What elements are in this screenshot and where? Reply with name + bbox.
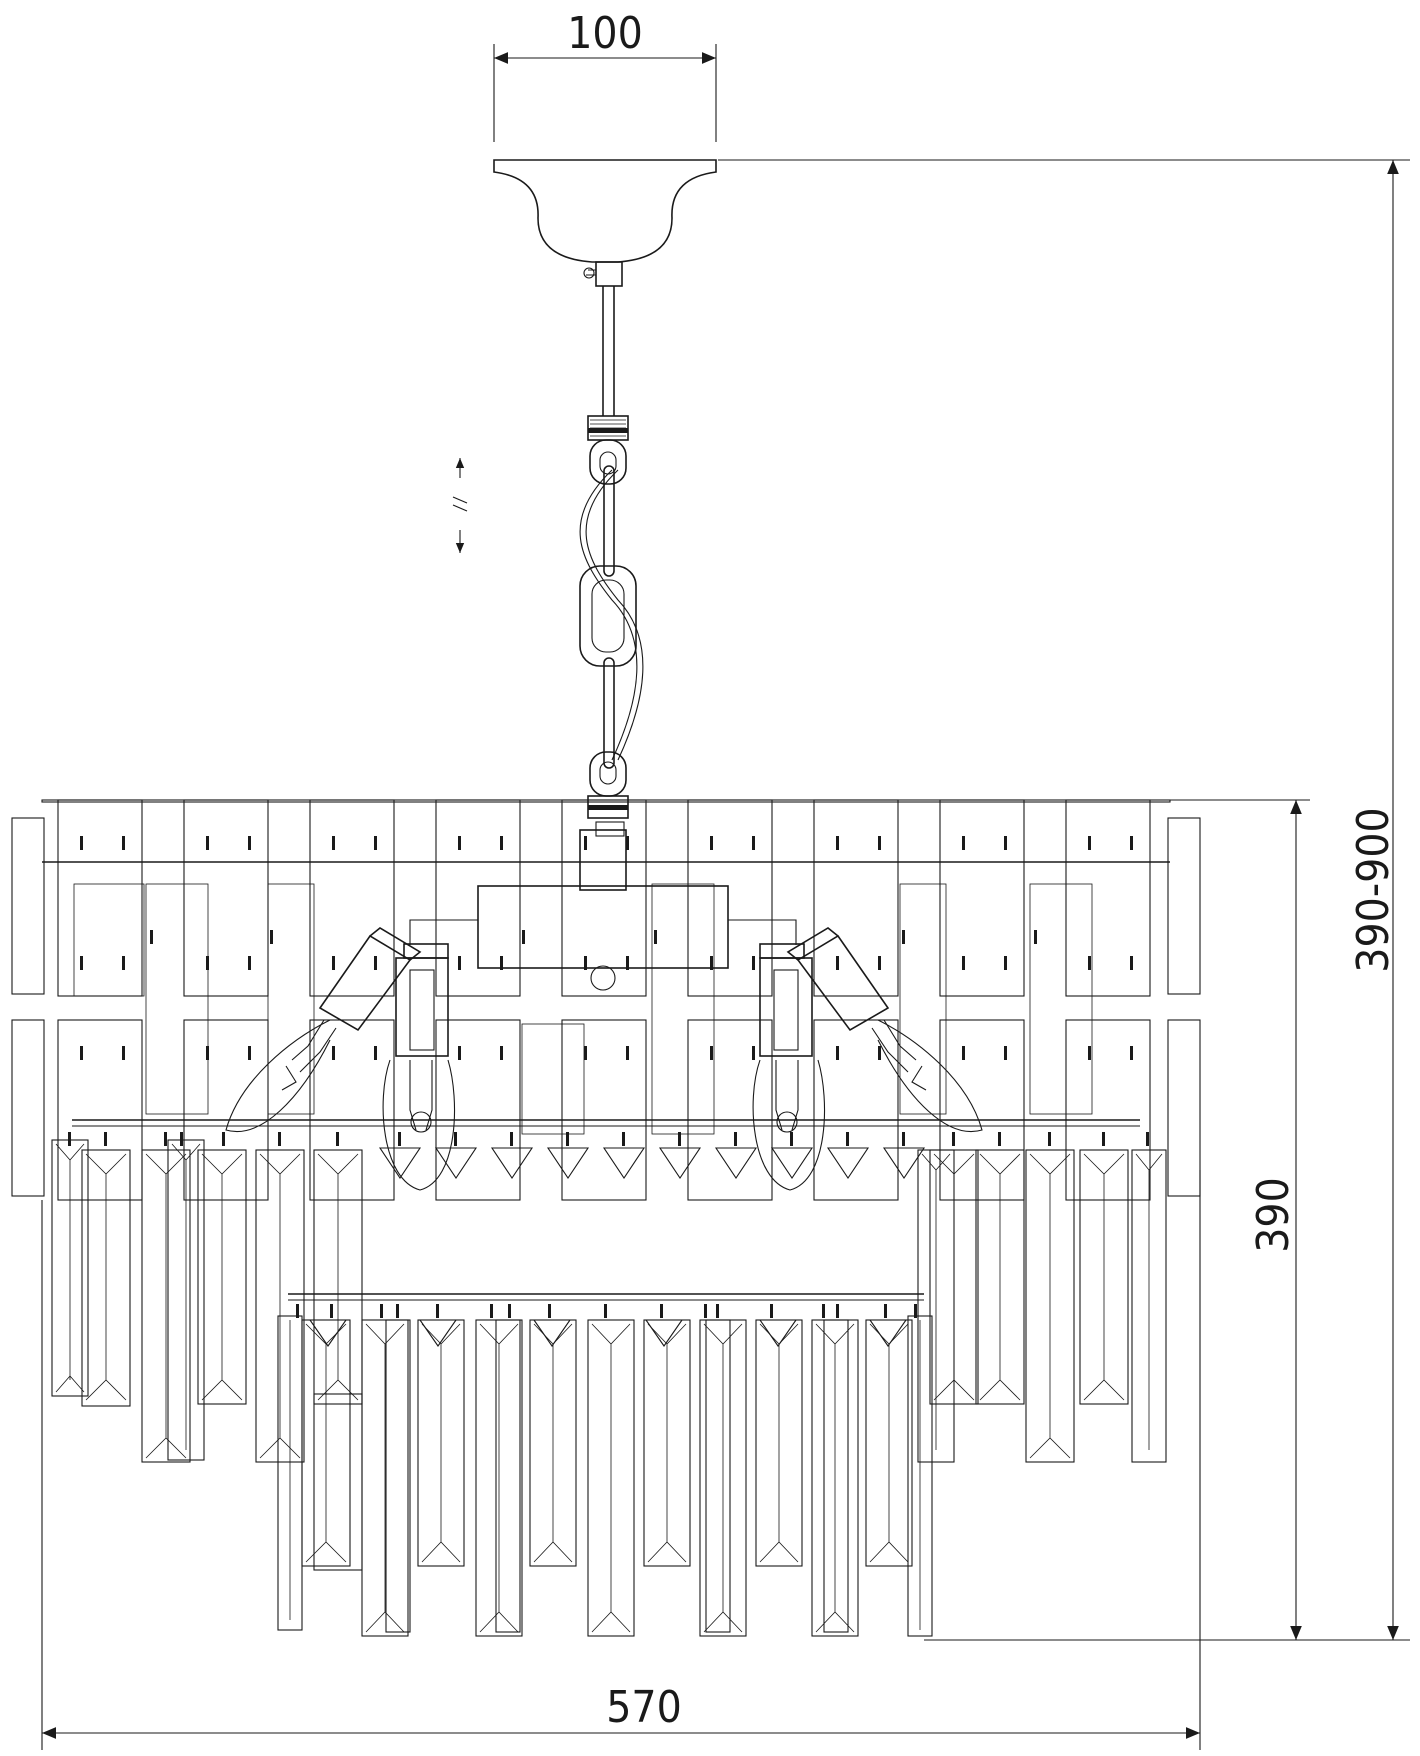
panel-slots [80, 836, 1133, 1060]
bulb-holder-right-outer [786, 927, 983, 1132]
panel-column-6 [687, 799, 773, 1201]
canopy-width-label: 100 [567, 8, 643, 59]
prism-drop-m4 [167, 1139, 205, 1461]
total-height-label: 390-900 [1348, 807, 1399, 972]
prism-drop-m3 [141, 1149, 191, 1463]
panel-column-9 [1065, 799, 1151, 1201]
ceiling-canopy [493, 159, 717, 287]
prism-drop-l14 [755, 1319, 803, 1567]
prism-drop-l11 [643, 1319, 691, 1567]
bulb-holder-left-inner [382, 943, 456, 1191]
prism-drop-l18 [907, 1315, 933, 1637]
prism-drop-m6 [255, 1149, 305, 1463]
prism-drop-l8 [495, 1319, 521, 1633]
adjustable-length-icon [452, 458, 468, 553]
prism-drop-l5 [385, 1319, 411, 1633]
prism-drop-m9 [917, 1149, 955, 1463]
lamp-holders [225, 927, 983, 1191]
lower-prism-tier [277, 1304, 933, 1637]
upper-crystal-band [11, 799, 1201, 1201]
chandelier-frame [42, 821, 1170, 1301]
panel-column-4 [435, 799, 521, 1201]
prism-drop-m11 [1025, 1149, 1075, 1463]
prism-drop-l2 [301, 1319, 351, 1567]
chain-coupler-bottom [587, 795, 629, 819]
dimension-canopy-width: 100 [493, 8, 717, 142]
prism-tops-lower [308, 1319, 908, 1347]
prism-drop-m1 [51, 1139, 89, 1397]
prism-drop-l6 [417, 1319, 465, 1567]
dimension-body-height: 390 [1168, 799, 1310, 1640]
suspension-chain [579, 286, 644, 819]
prism-drop-l13 [705, 1319, 731, 1633]
panel-column-7 [813, 799, 899, 1201]
panel-column-5 [561, 799, 647, 1201]
dimension-overall-width: 570 [41, 1170, 1201, 1750]
middle-prism-row [51, 1132, 1167, 1463]
hook-row-lower [296, 1304, 917, 1318]
dimension-total-height: 390-900 [718, 159, 1410, 1641]
panel-column-8 [939, 799, 1025, 1201]
prism-drop-m12 [1079, 1149, 1129, 1405]
panel-column-3 [309, 799, 395, 1201]
side-edge-panels [11, 817, 1201, 1197]
bulb-holder-right-inner [752, 943, 826, 1191]
prism-drop-l17 [865, 1319, 913, 1567]
prism-drop-l7 [475, 1319, 523, 1637]
hook-row-upper [68, 1132, 1149, 1146]
prism-drop-m7 [313, 1149, 363, 1405]
bulb-holder-left-outer [225, 927, 422, 1132]
prism-drop-l9 [529, 1319, 577, 1567]
prism-drop-l16 [823, 1319, 849, 1633]
prism-drop-l12 [699, 1319, 747, 1637]
prism-drop-l4 [361, 1319, 409, 1637]
body-height-label: 390 [1248, 1177, 1299, 1253]
prism-drop-l1 [277, 1315, 303, 1631]
overall-width-label: 570 [606, 1682, 682, 1733]
prism-drop-l15 [811, 1319, 859, 1637]
prism-drop-m13 [1131, 1149, 1167, 1463]
prism-drop-m10 [975, 1149, 1025, 1405]
prism-drop-m5 [197, 1149, 247, 1405]
chain-coupler-top [587, 415, 629, 441]
panel-back-row [73, 883, 1093, 1135]
prism-drop-l10 [587, 1319, 635, 1637]
prism-drop-m2 [81, 1149, 131, 1407]
prism-drop-l3 [313, 1393, 363, 1571]
prism-tops-upper [378, 1147, 926, 1179]
